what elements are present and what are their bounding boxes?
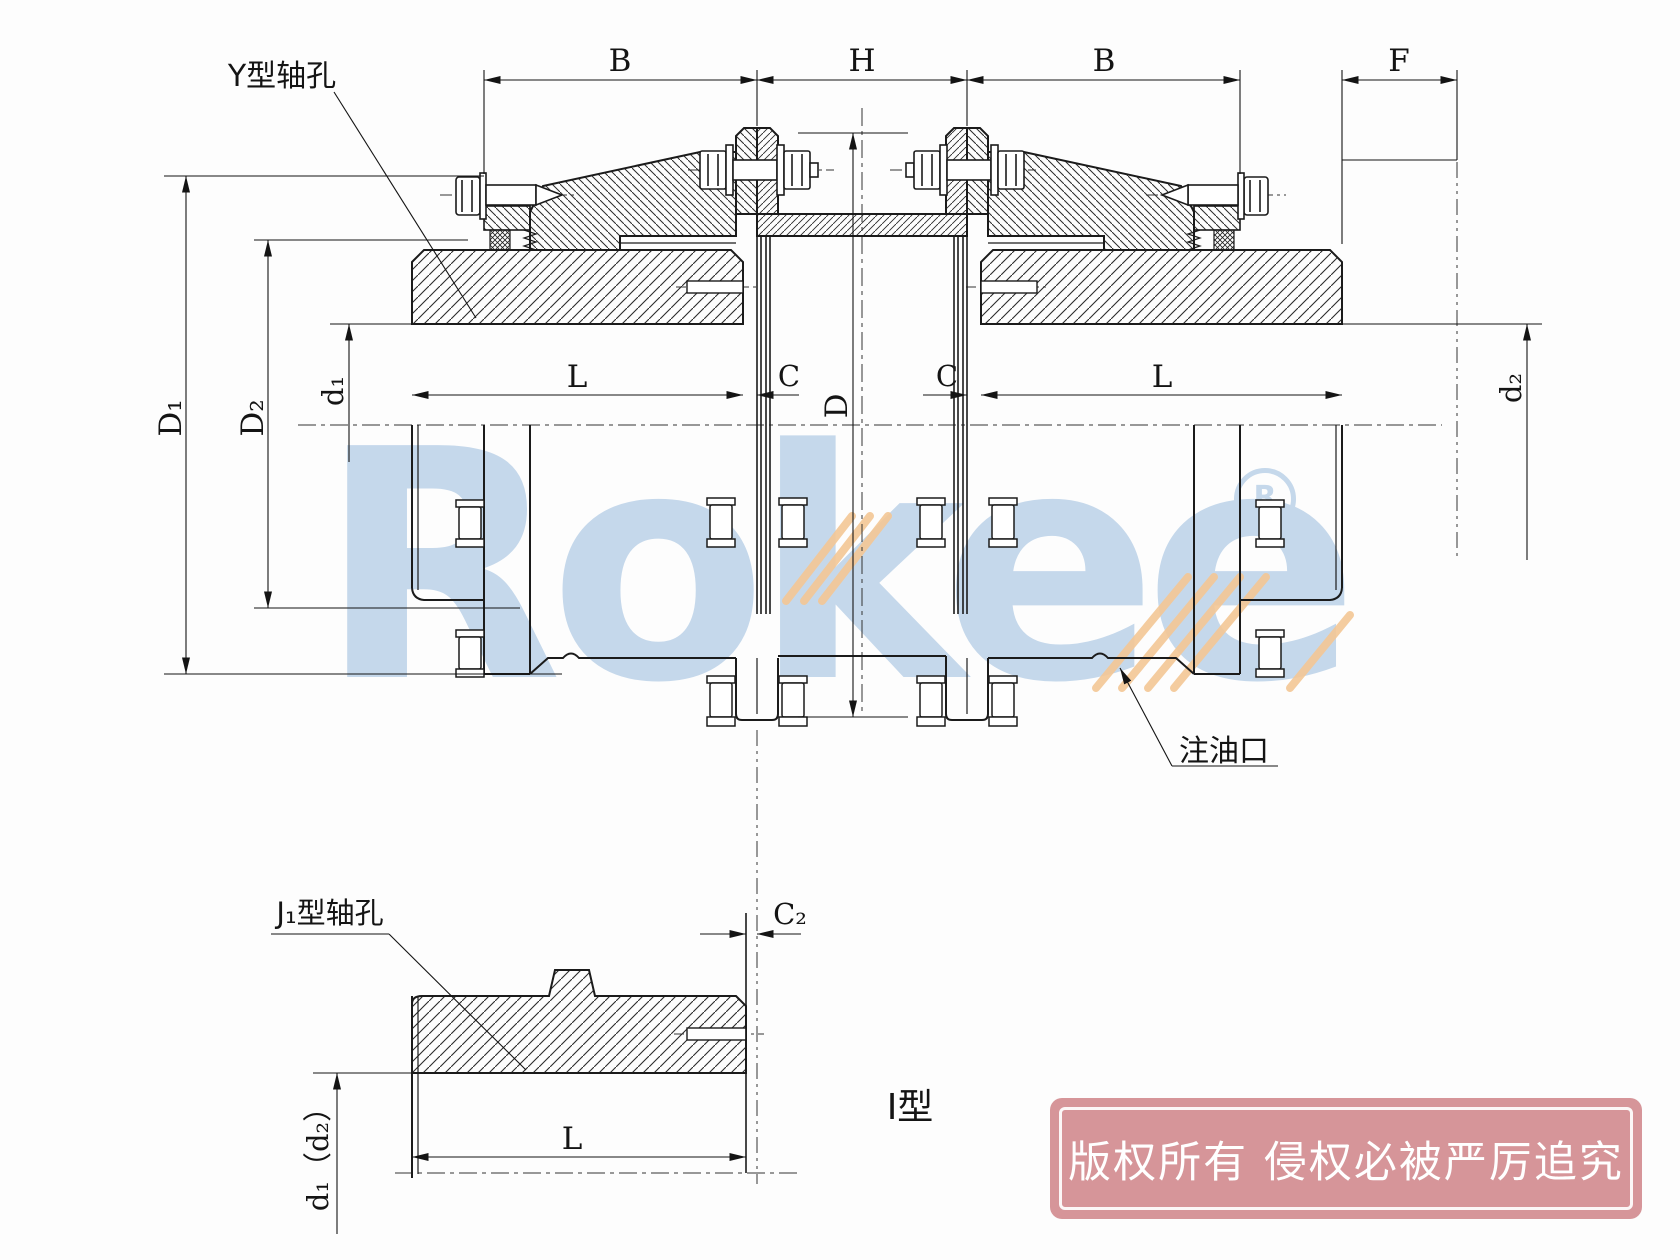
dim-c-left: C [777,359,801,393]
dim-c-right: C [935,359,959,393]
dim-f: F [1388,43,1410,79]
dim-l-right: L [1151,359,1173,395]
dim-b-left: B [608,43,632,79]
label-oil-port: 注油口 [1179,734,1269,769]
label-j1-bore: J₁型轴孔 [276,896,384,930]
copyright-stamp-border: 版权所有 侵权必被严厉追究 [1059,1107,1633,1210]
main-section-top-half [411,127,1343,325]
dim-c2: C₂ [773,897,807,931]
dim-l-bottom: L [561,1121,583,1157]
label-y-bore: Y型轴孔 [227,59,337,94]
main-exterior-bottom-half [411,425,1343,721]
dim-l-left: L [566,359,588,395]
copyright-stamp-text: 版权所有 侵权必被严厉追究 [1068,1137,1624,1188]
dim-b-right: B [1092,43,1116,79]
drum-disc-walls [756,214,968,614]
bottom-bolt-stacks [455,497,1285,727]
copyright-stamp: 版权所有 侵权必被严厉追究 [1052,1100,1640,1217]
leader-lines [271,91,1278,1071]
dim-h: H [848,43,876,79]
j1-hub-view [411,913,747,1178]
top-bolts [455,144,1269,220]
dimension-lines [164,70,1542,1234]
label-type-1: I型 [886,1087,934,1128]
